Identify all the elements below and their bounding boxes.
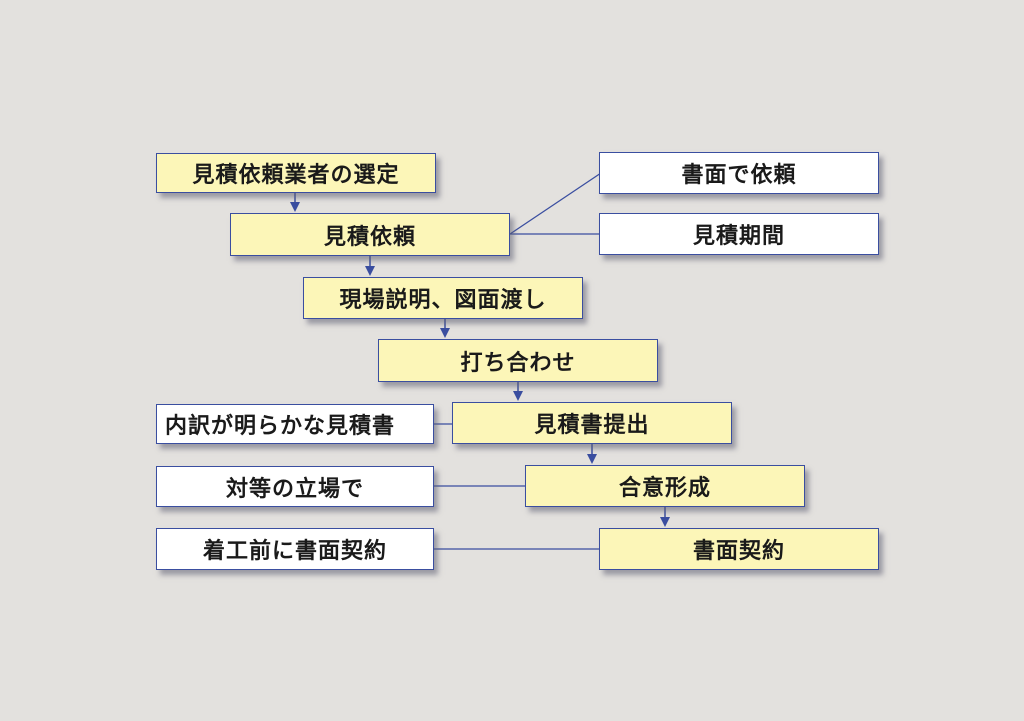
note-estimate-period: 見積期間	[599, 213, 879, 255]
step-site-explanation: 現場説明、図面渡し	[303, 277, 583, 319]
step-consensus: 合意形成	[525, 465, 805, 507]
step-meeting: 打ち合わせ	[378, 339, 658, 382]
note-written-request: 書面で依頼	[599, 152, 879, 194]
step-select-contractor: 見積依頼業者の選定	[156, 153, 436, 193]
step-estimate-request: 見積依頼	[230, 213, 510, 256]
note-connector	[509, 172, 602, 235]
note-written-contract-before-start: 着工前に書面契約	[156, 528, 434, 570]
note-clear-breakdown: 内訳が明らかな見積書	[156, 404, 434, 444]
step-submit-estimate: 見積書提出	[452, 402, 732, 444]
note-equal-footing: 対等の立場で	[156, 466, 434, 507]
step-written-contract: 書面契約	[599, 528, 879, 570]
